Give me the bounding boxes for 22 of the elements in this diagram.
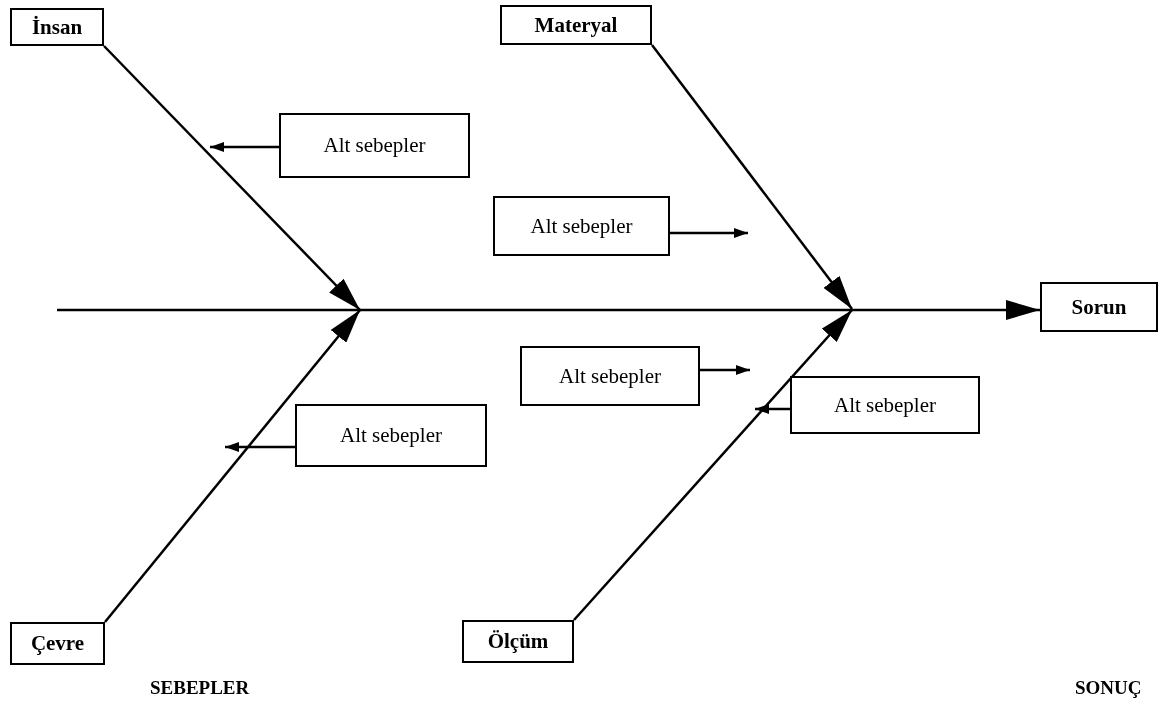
cause-category-box: Çevre <box>10 622 105 665</box>
sub-cause-box: Alt sebepler <box>279 113 470 178</box>
arrow <box>755 404 790 414</box>
sonuc-heading: SONUÇ <box>1075 677 1142 699</box>
sub-cause-box: Alt sebepler <box>493 196 670 256</box>
sub-cause-box: Alt sebepler <box>790 376 980 434</box>
sub-cause-box: Alt sebepler <box>295 404 487 467</box>
sub-cause-box: Alt sebepler <box>520 346 700 406</box>
arrow <box>651 44 853 310</box>
sebepler-heading: SEBEPLER <box>150 677 250 699</box>
spine-arrow <box>57 300 1040 320</box>
arrow <box>225 442 295 452</box>
arrow <box>700 365 750 375</box>
arrow <box>670 228 748 238</box>
arrow <box>573 309 853 621</box>
arrow <box>210 142 279 152</box>
problem-box: Sorun <box>1040 282 1158 332</box>
arrow <box>103 45 361 311</box>
cause-category-box: Ölçüm <box>462 620 574 663</box>
arrow <box>104 309 361 623</box>
cause-category-box: İnsan <box>10 8 104 46</box>
cause-category-box: Materyal <box>500 5 652 45</box>
